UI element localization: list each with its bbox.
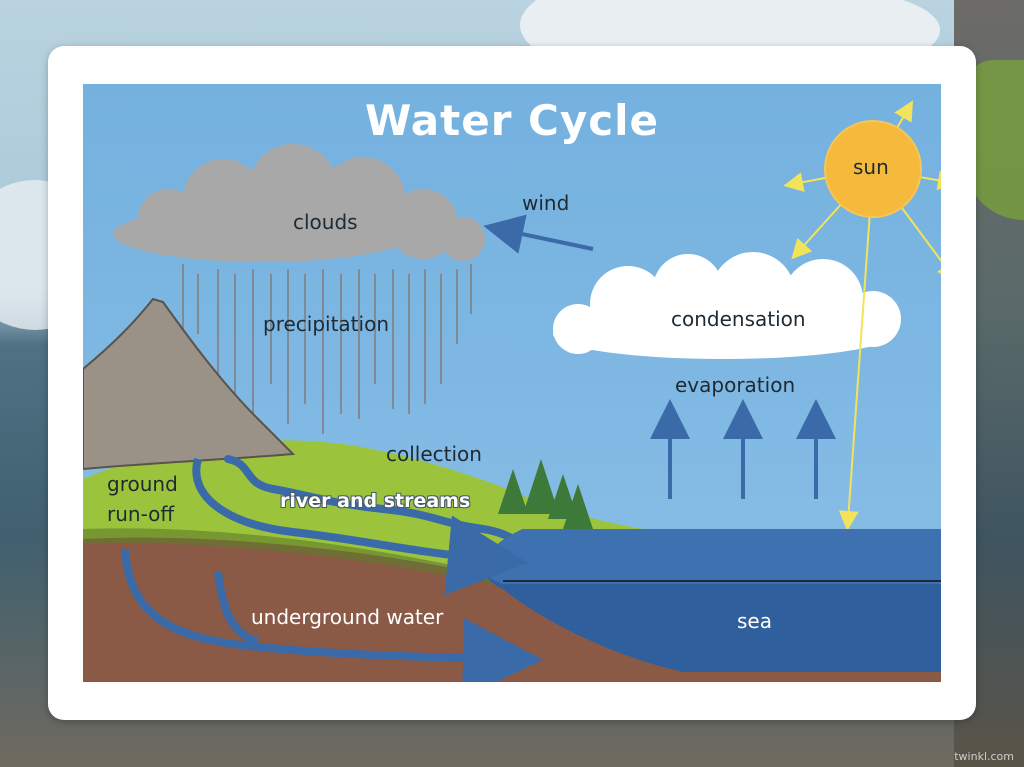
label-clouds: clouds [293, 210, 358, 234]
underground-arrow [121, 548, 543, 682]
trees [498, 459, 593, 529]
label-river-and-streams: river and streams [280, 490, 471, 512]
label-wind: wind [522, 191, 570, 215]
label-collection: collection [386, 442, 482, 466]
runoff-arrow [192, 457, 528, 596]
diagram-title: Water Cycle [364, 96, 660, 145]
label-condensation: condensation [671, 307, 806, 331]
label-ground-runoff-line2: run-off [107, 502, 175, 526]
label-precipitation: precipitation [263, 312, 389, 336]
wind-arrow [483, 214, 594, 254]
white-cloud [553, 252, 901, 359]
label-ground-runoff-line1: ground [107, 472, 178, 496]
label-sea: sea [737, 609, 772, 633]
mountain [83, 297, 296, 471]
watermark: twinkl.com [954, 750, 1014, 763]
diagram-artwork [83, 100, 941, 682]
water-cycle-diagram: Water Cycle sun wind clouds precipitatio… [83, 84, 941, 682]
label-evaporation: evaporation [675, 373, 796, 397]
grey-cloud [113, 144, 485, 262]
label-underground-water: underground water [251, 605, 444, 629]
label-sun: sun [853, 155, 889, 179]
evaporation-arrows [650, 399, 836, 499]
sun [783, 100, 941, 531]
